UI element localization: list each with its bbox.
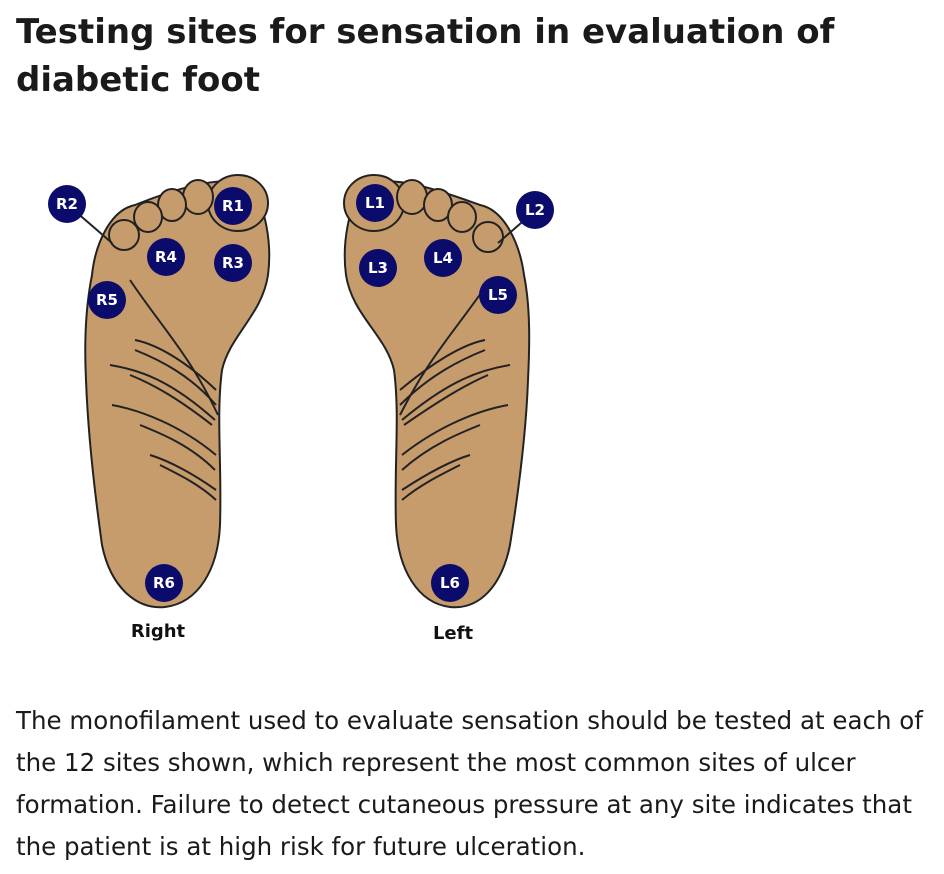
- right-foot-label: Right: [131, 621, 186, 642]
- left-toe-3: [423, 188, 453, 222]
- left-site-l4: L4: [424, 239, 462, 277]
- svg-text:L2: L2: [525, 201, 545, 219]
- svg-text:L6: L6: [440, 574, 460, 592]
- figure-caption: The monofilament used to evaluate sensat…: [16, 706, 923, 861]
- page-title: Testing sites for sensation in evaluatio…: [16, 12, 835, 100]
- left-toe-5: [472, 221, 504, 253]
- right-toe-3: [157, 188, 187, 222]
- left-site-l5: L5: [479, 276, 517, 314]
- right-foot: R1 R2 R3 R4 R5 R6 Right: [48, 174, 271, 642]
- right-toe-5: [108, 219, 140, 251]
- right-foot-creases: [109, 279, 219, 501]
- left-toe-4: [447, 201, 477, 233]
- svg-text:R3: R3: [222, 254, 244, 272]
- right-site-r2: R2: [48, 185, 86, 223]
- right-foot-sole: [84, 180, 271, 609]
- svg-text:R1: R1: [222, 197, 244, 215]
- right-toe-4: [133, 201, 163, 233]
- svg-text:L4: L4: [433, 249, 453, 267]
- svg-text:R2: R2: [56, 195, 78, 213]
- right-toe-2: [182, 179, 214, 215]
- svg-text:L5: L5: [488, 286, 508, 304]
- svg-text:R5: R5: [96, 291, 118, 309]
- left-site-l6: L6: [431, 564, 469, 602]
- foot-diagram: R1 R2 R3 R4 R5 R6 Right: [48, 174, 554, 644]
- left-toe-2: [396, 179, 428, 215]
- left-site-l3: L3: [359, 249, 397, 287]
- svg-text:L1: L1: [365, 194, 385, 212]
- left-site-l1: L1: [356, 184, 394, 222]
- svg-text:L3: L3: [368, 259, 388, 277]
- right-site-r6: R6: [145, 564, 183, 602]
- right-site-r1: R1: [214, 187, 252, 225]
- left-site-l2: L2: [516, 191, 554, 229]
- left-foot-label: Left: [433, 623, 474, 644]
- left-foot: L1 L2 L3 L4 L5 L6 Left: [343, 174, 554, 644]
- right-site-r3: R3: [214, 244, 252, 282]
- svg-text:R6: R6: [153, 574, 175, 592]
- right-site-r4: R4: [147, 238, 185, 276]
- right-site-r5: R5: [88, 281, 126, 319]
- svg-text:R4: R4: [155, 248, 177, 266]
